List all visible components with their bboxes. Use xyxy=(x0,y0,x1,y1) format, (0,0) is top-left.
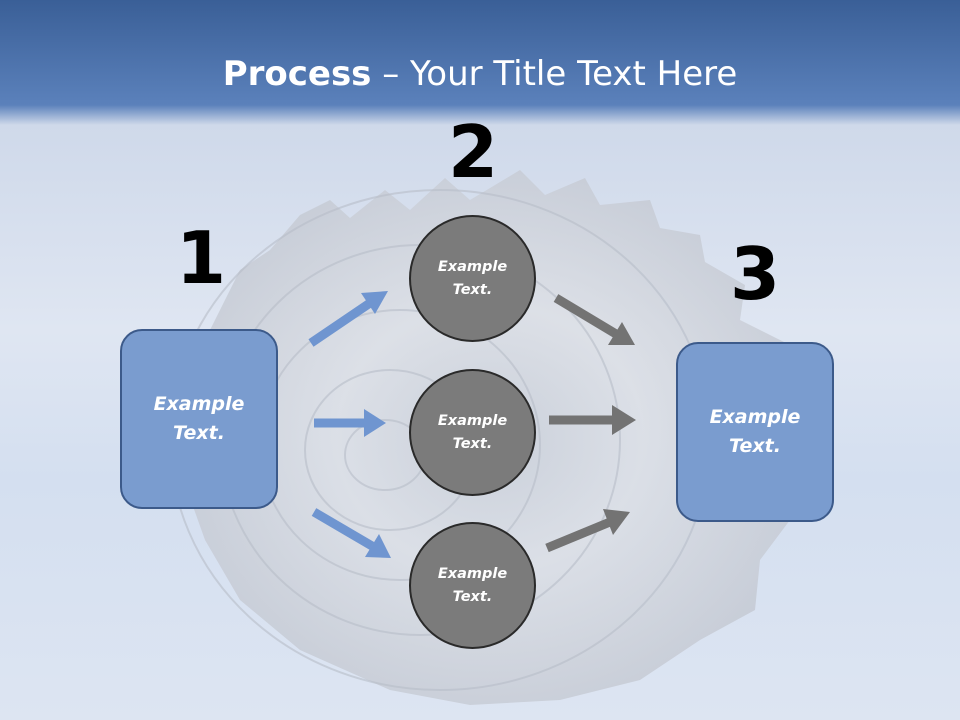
middle-circle-text: Example Text. xyxy=(437,412,508,452)
arrow-left-to-top-circle xyxy=(308,291,388,347)
arrow-bottom-circle-to-right xyxy=(545,509,630,553)
title-bold: Process xyxy=(222,54,372,94)
arrow-left-to-bottom-circle xyxy=(311,508,391,558)
right-process-box: Example Text. xyxy=(676,342,834,522)
arrow-left-to-middle-circle xyxy=(314,409,386,437)
title-rest: – Your Title Text Here xyxy=(371,54,738,94)
top-circle: Example Text. xyxy=(409,215,536,342)
bottom-circle: Example Text. xyxy=(409,522,536,649)
arrow-top-circle-to-right xyxy=(553,294,635,345)
left-box-text: Example Text. xyxy=(153,393,245,444)
arrow-middle-circle-to-right xyxy=(549,405,636,435)
step-number-3: 3 xyxy=(730,232,781,316)
top-circle-text: Example Text. xyxy=(437,258,508,298)
bottom-circle-text: Example Text. xyxy=(437,565,508,605)
right-box-text: Example Text. xyxy=(709,406,801,457)
middle-circle: Example Text. xyxy=(409,369,536,496)
step-number-1: 1 xyxy=(176,216,227,300)
left-process-box: Example Text. xyxy=(120,329,278,509)
step-number-2: 2 xyxy=(448,110,499,194)
slide-title: Process – Your Title Text Here xyxy=(0,52,960,96)
